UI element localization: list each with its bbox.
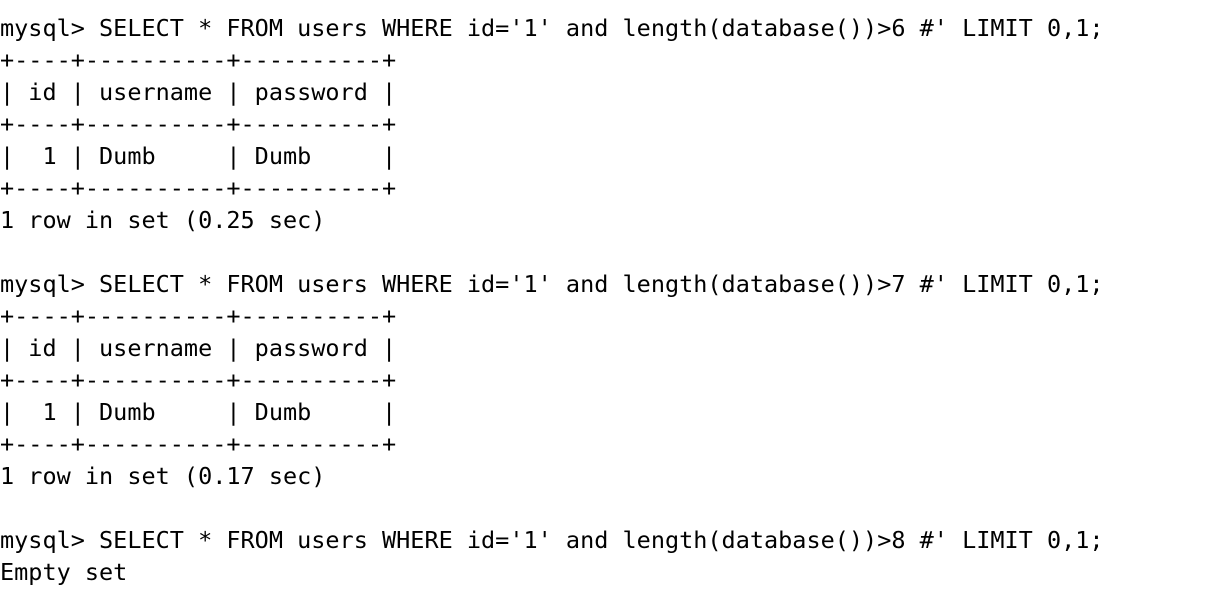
terminal-line-table-separator-mid-2: +----+----------+----------+: [0, 366, 397, 394]
terminal-line-table-separator-mid-1: +----+----------+----------+: [0, 110, 397, 138]
terminal-line-table-row-2: | 1 | Dumb | Dumb |: [0, 398, 397, 426]
terminal-line-table-separator-bottom-2: +----+----------+----------+: [0, 430, 397, 458]
terminal-line-table-row-1: | 1 | Dumb | Dumb |: [0, 142, 397, 170]
terminal-line-query-1: mysql> SELECT * FROM users WHERE id='1' …: [0, 14, 1104, 42]
terminal-line-table-separator-bottom-1: +----+----------+----------+: [0, 174, 397, 202]
terminal-line-table-separator-top-1: +----+----------+----------+: [0, 46, 397, 74]
terminal-line-status-3: Empty set: [0, 558, 128, 586]
terminal-line-query-3: mysql> SELECT * FROM users WHERE id='1' …: [0, 526, 1104, 554]
terminal-line-table-header-1: | id | username | password |: [0, 78, 397, 106]
terminal-line-query-2: mysql> SELECT * FROM users WHERE id='1' …: [0, 270, 1104, 298]
terminal-line-status-1: 1 row in set (0.25 sec): [0, 206, 326, 234]
terminal-line-status-2: 1 row in set (0.17 sec): [0, 462, 326, 490]
terminal-line-blank-2: [0, 492, 1228, 524]
terminal-line-table-separator-top-2: +----+----------+----------+: [0, 302, 397, 330]
terminal-line-blank-1: [0, 236, 1228, 268]
terminal-line-table-header-2: | id | username | password |: [0, 334, 397, 362]
